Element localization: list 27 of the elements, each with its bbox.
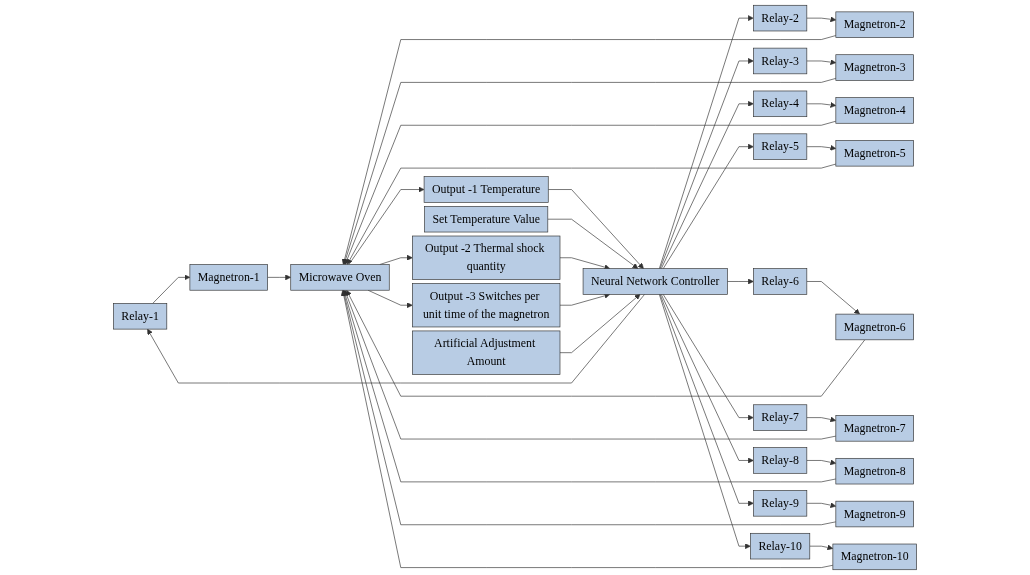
node-box: Magnetron-10 (832, 543, 917, 571)
node-box: Output -2 Thermal shock quantity (412, 235, 561, 280)
node-box: Neural Network Controller (582, 268, 728, 295)
node-box: Artificial Adjustment Amount (412, 330, 561, 375)
node-box: Relay-2 (753, 4, 808, 32)
node-box: Magnetron-3 (835, 54, 914, 81)
node-box: Relay-10 (750, 532, 811, 560)
node-box: Relay-5 (753, 133, 808, 160)
node-box: Relay-1 (113, 303, 168, 330)
node-box: Set Temperature Value (424, 206, 549, 233)
node-box: Relay-9 (753, 490, 808, 517)
node-box: Relay-8 (753, 447, 808, 474)
node-box: Magnetron-6 (835, 313, 914, 341)
node-box: Relay-6 (753, 268, 808, 295)
node-box: Output -3 Switches per unit time of the magnetron (412, 283, 561, 328)
node-box: Relay-7 (753, 404, 808, 431)
node-box: Microwave Oven (290, 264, 390, 291)
node-box: Magnetron-5 (835, 140, 914, 167)
node-box: Magnetron-2 (835, 11, 914, 38)
node-box: Magnetron-7 (835, 415, 914, 442)
node-box: Output -1 Temperature (423, 176, 549, 203)
node-box: Relay-3 (753, 47, 808, 75)
node-box: Magnetron-1 (189, 264, 268, 291)
node-box: Magnetron-4 (835, 97, 914, 124)
node-box: Relay-4 (753, 90, 808, 117)
node-box: Magnetron-9 (835, 500, 914, 528)
node-box: Magnetron-8 (835, 458, 914, 485)
